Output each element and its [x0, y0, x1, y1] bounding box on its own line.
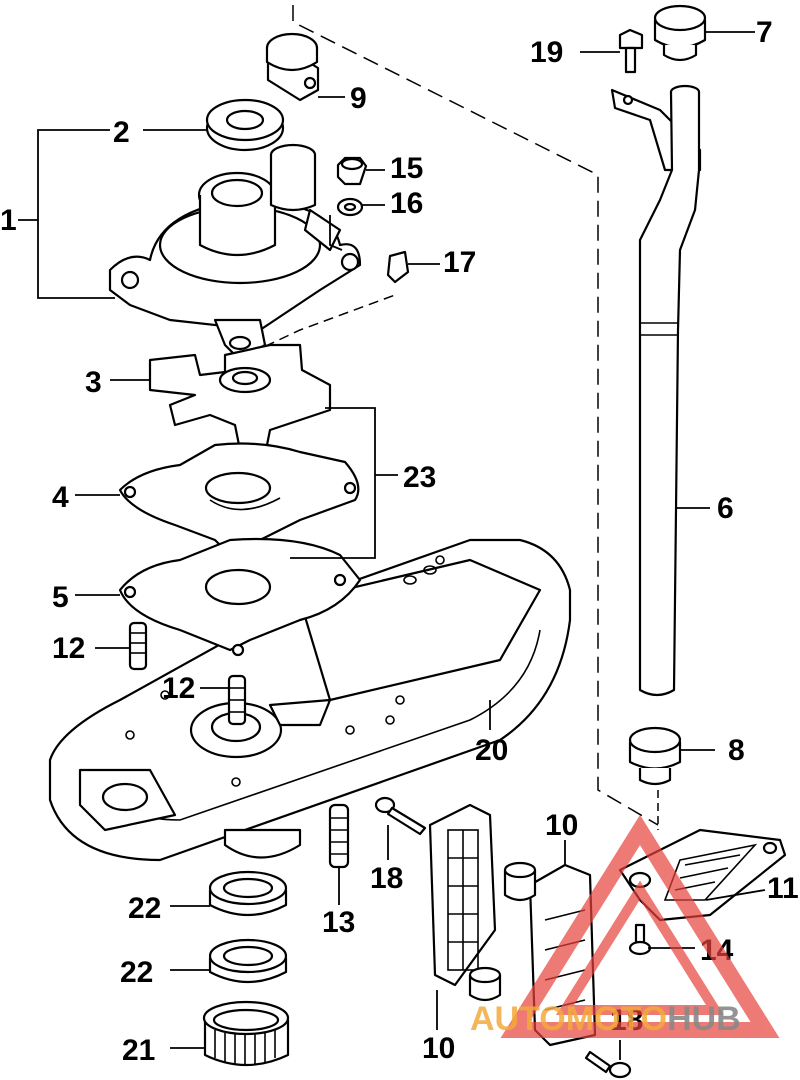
leader-lines	[18, 31, 766, 1060]
callout-20: 20	[475, 734, 508, 767]
callout-16: 16	[390, 187, 423, 220]
callout-9: 9	[350, 82, 367, 115]
pump-housing-part	[108, 171, 362, 362]
bolt-part	[618, 28, 644, 74]
bushing-parts	[208, 870, 288, 984]
stud-parts	[128, 621, 247, 726]
grommet-part	[265, 32, 320, 102]
callout-18-left: 18	[370, 862, 403, 895]
water-tube-long-part	[610, 84, 702, 697]
callout-11: 11	[767, 872, 799, 905]
screw-parts	[374, 796, 632, 1079]
callout-22-upper: 22	[128, 892, 161, 925]
callout-23: 23	[403, 461, 436, 494]
callout-13: 13	[322, 906, 355, 939]
watermark-text: AUTOMOTOHUB	[470, 1000, 741, 1038]
callout-15: 15	[390, 152, 423, 185]
callout-4: 4	[52, 481, 69, 514]
callout-1: 1	[0, 204, 17, 237]
callout-10-bottom: 10	[422, 1032, 455, 1065]
watermark-text-part1: AUTOMOTO	[470, 1000, 667, 1038]
callout-12-left: 12	[52, 632, 85, 665]
callout-17: 17	[443, 246, 476, 279]
callout-2: 2	[113, 116, 130, 149]
small-screw-part	[628, 923, 652, 956]
callout-19: 19	[530, 36, 563, 69]
watermark-inner-triangle	[555, 880, 725, 1015]
lower-gasket-part	[118, 537, 362, 657]
callout-10-top: 10	[545, 809, 578, 842]
watermark-logo	[500, 814, 780, 1038]
callout-22-lower: 22	[120, 956, 153, 989]
callout-3: 3	[85, 366, 102, 399]
callout-5: 5	[52, 581, 69, 614]
seal-part	[205, 98, 285, 152]
watermark-triangle	[500, 814, 780, 1038]
bearing-part	[202, 1000, 290, 1067]
water-screen-left-part	[428, 803, 502, 1002]
callout-6: 6	[717, 492, 734, 525]
callout-12-center: 12	[162, 672, 195, 705]
long-stud-part	[328, 803, 350, 869]
top-grommet-part	[653, 4, 707, 62]
water-tube-part	[269, 143, 342, 252]
callout-8: 8	[728, 734, 745, 767]
watermark-text-part2: HUB	[667, 1000, 741, 1038]
upper-gasket-part	[118, 442, 360, 553]
callout-21: 21	[122, 1034, 155, 1067]
impeller-part	[148, 343, 332, 457]
base-plate-part	[48, 538, 572, 862]
bottom-grommet-part	[628, 726, 682, 786]
callout-7: 7	[756, 16, 773, 49]
nut-washer-key-parts	[336, 156, 410, 284]
